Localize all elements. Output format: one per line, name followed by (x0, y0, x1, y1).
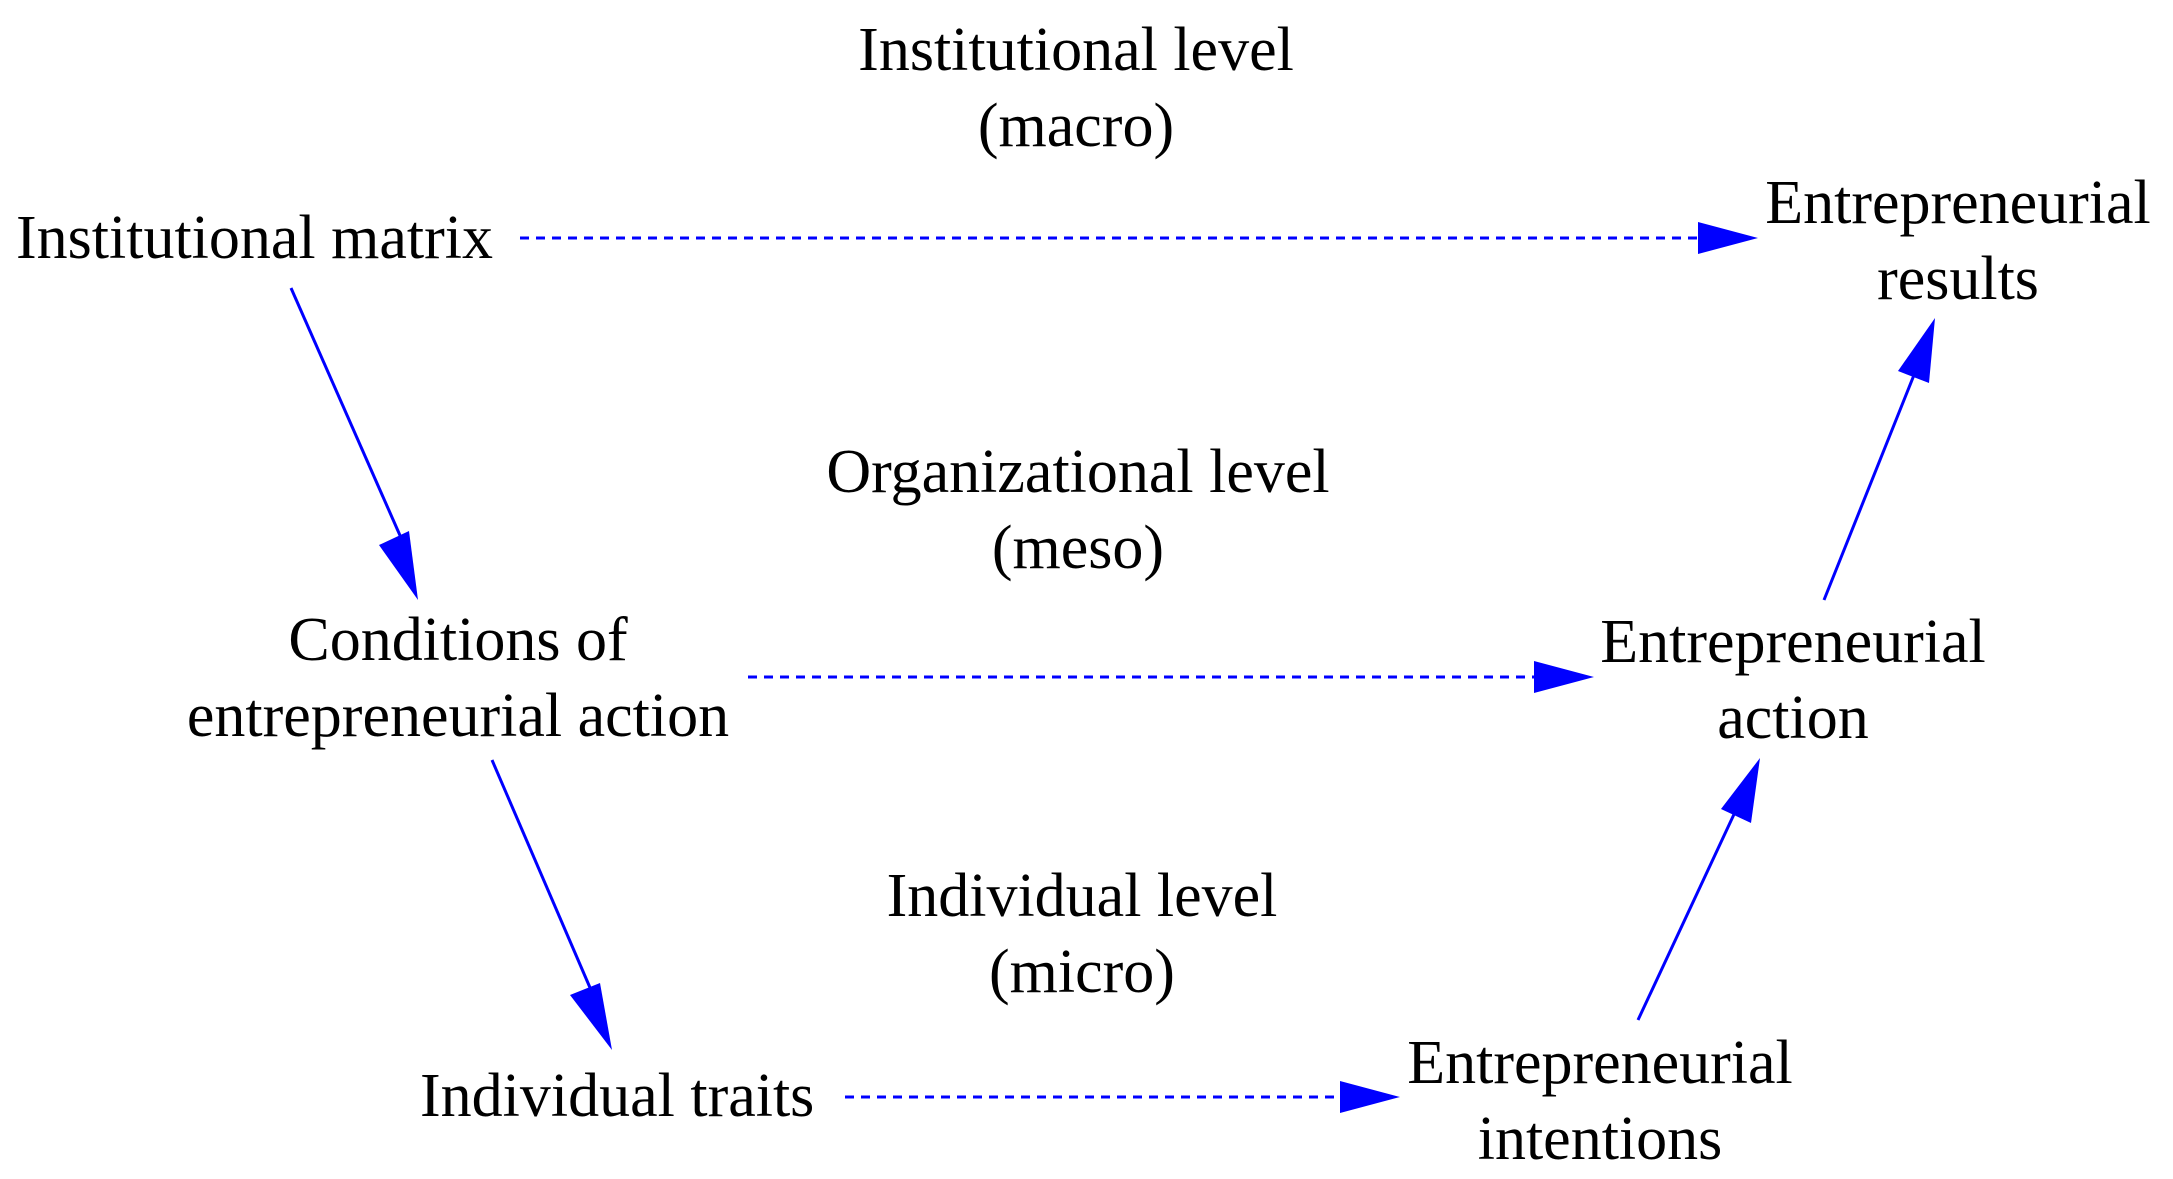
node-results-line2: results (1877, 245, 2039, 313)
node-intentions: Entrepreneurial intentions (1407, 1025, 1793, 1177)
edge-intentions-to-action (1636, 809, 1738, 1021)
arrowhead-traits (570, 983, 612, 1050)
node-action-line1: Entrepreneurial (1600, 608, 1986, 676)
node-intentions-line2: intentions (1477, 1105, 1723, 1173)
node-results: Entrepreneurial results (1765, 165, 2151, 317)
level-title-meso: Organizational level (826, 438, 1330, 506)
arrowhead-intentions (1340, 1081, 1400, 1113)
node-institutional-matrix: Institutional matrix (16, 200, 493, 276)
arrowhead-action-horizontal (1534, 661, 1594, 693)
level-title-macro: Institutional level (858, 16, 1294, 84)
node-conditions-line1: Conditions of (288, 606, 628, 674)
node-action: Entrepreneurial action (1600, 604, 1986, 756)
node-individual-traits: Individual traits (420, 1058, 814, 1134)
node-individual-traits-text: Individual traits (420, 1062, 815, 1130)
level-title-micro: Individual level (886, 862, 1278, 930)
level-subtitle-micro: (micro) (989, 938, 1175, 1006)
arrowhead-action-vertical (1721, 758, 1760, 823)
node-institutional-matrix-text: Institutional matrix (16, 204, 493, 272)
level-subtitle-macro: (macro) (977, 92, 1175, 160)
node-intentions-line1: Entrepreneurial (1407, 1029, 1793, 1097)
edge-conditions-to-traits (490, 759, 593, 991)
level-label-micro: Individual level (micro) (887, 858, 1278, 1010)
level-label-macro: Institutional level (macro) (858, 12, 1294, 164)
arrowhead-results-vertical (1898, 318, 1935, 383)
node-action-line2: action (1717, 684, 1869, 752)
edge-matrix-to-conditions (289, 287, 404, 541)
level-subtitle-meso: (meso) (991, 514, 1165, 582)
node-conditions: Conditions of entrepreneurial action (187, 602, 729, 754)
arrowhead-results (1698, 222, 1758, 254)
node-conditions-line2: entrepreneurial action (186, 682, 730, 750)
level-label-meso: Organizational level (meso) (826, 434, 1329, 586)
node-results-line1: Entrepreneurial (1765, 169, 2151, 237)
edge-action-to-results (1822, 374, 1916, 601)
arrowhead-conditions (379, 531, 418, 600)
